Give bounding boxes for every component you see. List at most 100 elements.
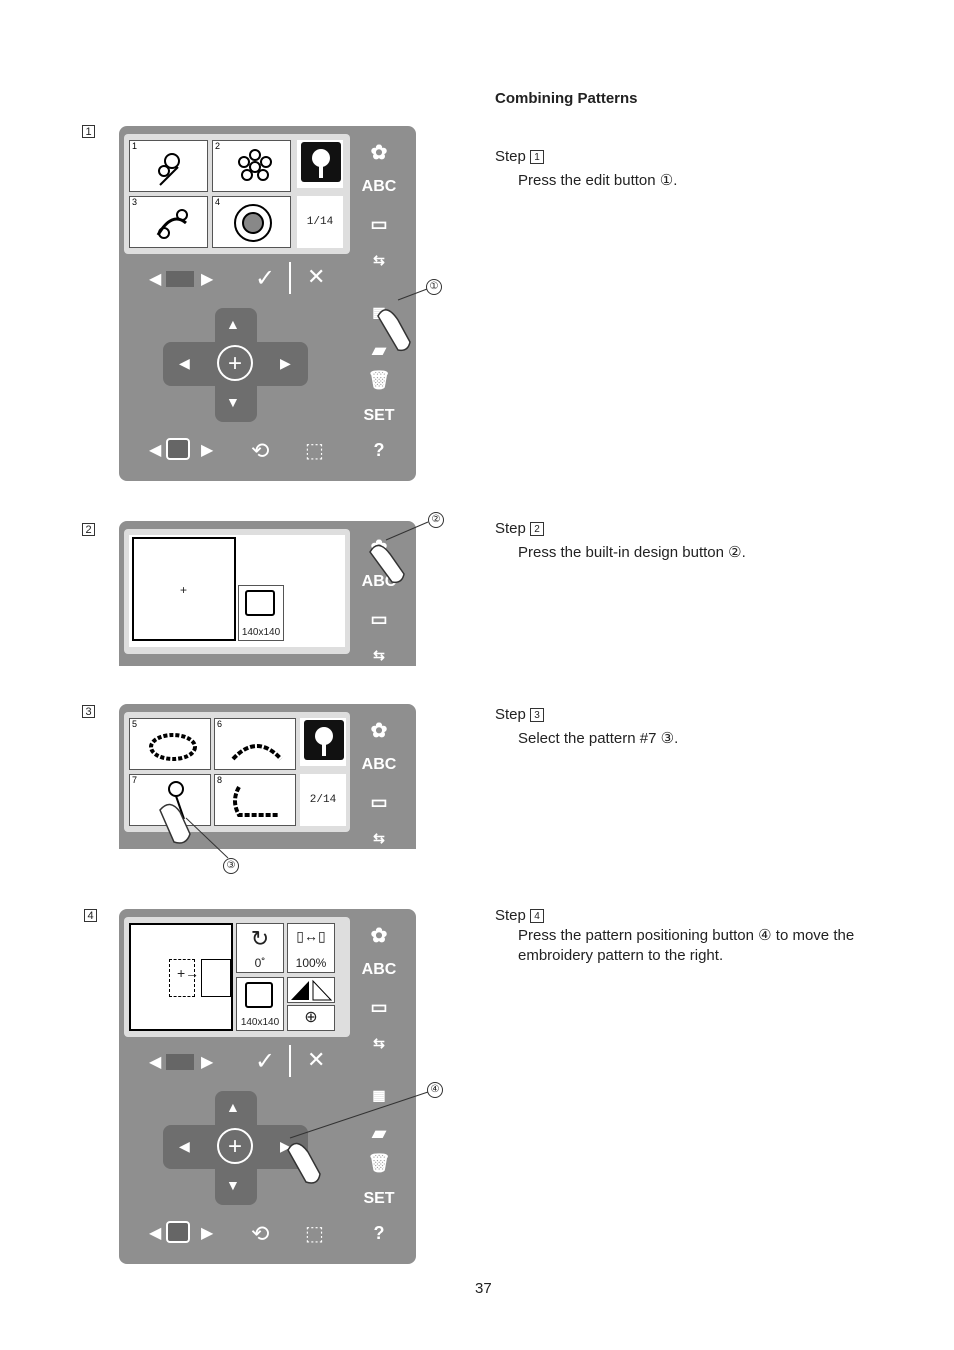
usb-icon[interactable]: ⇆: [373, 830, 385, 846]
set-button[interactable]: SET: [363, 1190, 395, 1207]
pattern-screen: 5 6 7 8 2/14: [124, 712, 350, 832]
section-title: Combining Patterns: [495, 90, 638, 107]
arrow-right-icon[interactable]: ▶: [280, 355, 291, 371]
hoop-next-icon[interactable]: ▶: [201, 271, 214, 288]
center-icon[interactable]: +: [217, 345, 253, 381]
finger-pointer-icon: [369, 521, 429, 584]
pattern-cell[interactable]: 4: [212, 196, 291, 248]
layout-prev-icon[interactable]: ◀: [149, 442, 162, 459]
pattern-cell[interactable]: 2: [212, 140, 291, 192]
sewing-machine-icon[interactable]: ▭: [370, 997, 388, 1017]
close-icon[interactable]: ✕: [307, 264, 326, 289]
layout-next-icon[interactable]: ▶: [201, 1225, 214, 1242]
pattern-cell[interactable]: 8: [214, 774, 296, 826]
select-icon[interactable]: ⬚: [305, 440, 324, 462]
figure-step-marker: 3: [82, 705, 95, 718]
step-3-text: Select the pattern #7 ③.: [518, 729, 678, 747]
step-label: Step: [495, 706, 526, 723]
step-suffix: .: [741, 544, 746, 561]
built-in-design-icon[interactable]: ✿: [370, 925, 388, 947]
hoop-size: 140x140: [240, 1017, 280, 1028]
hoop-area: +: [132, 537, 236, 641]
hoop-next-icon[interactable]: ▶: [201, 1054, 214, 1071]
trash-icon[interactable]: 🗑: [367, 370, 391, 390]
help-button[interactable]: ?: [373, 440, 385, 460]
center-icon[interactable]: +: [217, 1128, 253, 1164]
edit-screen: + 140x140: [124, 529, 350, 654]
arrow-left-icon[interactable]: ◀: [179, 355, 190, 371]
pattern-cell[interactable]: 3: [129, 196, 208, 248]
step-text: Select the pattern #7: [518, 730, 657, 747]
step-number-box: 2: [530, 522, 545, 536]
set-button[interactable]: SET: [363, 407, 395, 424]
step-2-text: Press the built-in design button ②.: [518, 543, 746, 561]
select-icon[interactable]: ⬚: [305, 1223, 324, 1245]
pattern-cell[interactable]: 1: [129, 140, 208, 192]
trace-icon[interactable]: ⟲: [251, 1221, 270, 1246]
trace-icon[interactable]: ⟲: [251, 438, 270, 463]
layout-next-icon[interactable]: ▶: [201, 442, 214, 459]
figure-step-marker: 4: [84, 909, 97, 922]
step-suffix: .: [673, 172, 678, 189]
built-in-design-icon[interactable]: ✿: [370, 142, 388, 164]
figure-step-marker: 1: [82, 125, 95, 138]
sewing-machine-icon[interactable]: ▭: [370, 609, 388, 629]
edit-screen: +→ ↻ 0˚ ▯↔▯ 100% 140x140 ⊕: [124, 917, 350, 1037]
edit-icon[interactable]: ▦: [372, 1087, 386, 1103]
cell-number: 7: [132, 775, 138, 785]
flower-category-icon: [301, 142, 341, 182]
move-right-arrow-icon: +→: [177, 965, 200, 981]
rotate-button[interactable]: ↻ 0˚: [236, 923, 284, 973]
step-4-text: Press the pattern positioning button ④ t…: [518, 926, 898, 966]
arrow-down-icon[interactable]: ▼: [226, 1177, 240, 1193]
folder-icon[interactable]: ▰: [372, 1123, 386, 1143]
category-icon-box[interactable]: [300, 718, 346, 766]
hoop-prev-icon[interactable]: ◀: [149, 271, 162, 288]
abc-button[interactable]: ABC: [361, 756, 397, 773]
cell-number: 8: [217, 775, 223, 785]
cell-number: 4: [215, 197, 221, 207]
abc-button[interactable]: ABC: [361, 961, 397, 978]
arrow-up-icon[interactable]: ▲: [226, 316, 240, 332]
arrow-right-icon[interactable]: ▶: [280, 1138, 291, 1154]
help-button[interactable]: ?: [373, 1223, 385, 1243]
close-icon[interactable]: ✕: [307, 1047, 326, 1072]
category-icon-box[interactable]: [297, 140, 343, 188]
rotate-value: 0˚: [254, 956, 266, 970]
scale-button[interactable]: ▯↔▯ 100%: [287, 923, 335, 973]
zoom-icon[interactable]: ⊕: [287, 1005, 335, 1031]
built-in-design-icon[interactable]: ✿: [370, 720, 388, 742]
sunflower-pattern-icon: [234, 204, 272, 242]
page-indicator: 1/14: [297, 196, 343, 248]
abc-button[interactable]: ABC: [361, 178, 397, 195]
usb-icon[interactable]: ⇆: [373, 252, 385, 268]
layout-prev-icon[interactable]: ◀: [149, 1225, 162, 1242]
rose-stem-pattern-icon: [168, 781, 185, 820]
panel-step-1: 1 2 3 4 1/14 ✿ ABC ▭ ⇆ ▦ ▰ 🗑 SET ? ◀ ▶ ✓: [119, 126, 416, 481]
trash-icon[interactable]: 🗑: [367, 1153, 391, 1173]
callout-ref: ③: [660, 730, 675, 747]
arrow-up-icon[interactable]: ▲: [226, 1099, 240, 1115]
arrow-left-icon[interactable]: ◀: [179, 1138, 190, 1154]
vine-pattern-icon: [156, 209, 188, 239]
hoop-button[interactable]: 140x140: [236, 977, 284, 1031]
sewing-machine-icon[interactable]: ▭: [370, 214, 388, 234]
divider: [289, 262, 291, 294]
hoop-button[interactable]: 140x140: [238, 585, 284, 641]
cell-number: 1: [132, 141, 138, 151]
panel-step-2: + 140x140 ✿ ABC ▭ ⇆: [119, 521, 416, 666]
mirror-button[interactable]: [287, 977, 335, 1003]
layout-icon: [166, 438, 190, 460]
sewing-machine-icon[interactable]: ▭: [370, 792, 388, 812]
check-icon[interactable]: ✓: [255, 1048, 276, 1075]
hoop-prev-icon[interactable]: ◀: [149, 1054, 162, 1071]
hoop-area: +→: [129, 923, 233, 1031]
usb-icon[interactable]: ⇆: [373, 1035, 385, 1051]
check-icon[interactable]: ✓: [255, 265, 276, 292]
pattern-cell[interactable]: 6: [214, 718, 296, 770]
pattern-cell[interactable]: 5: [129, 718, 211, 770]
panel-step-4: +→ ↻ 0˚ ▯↔▯ 100% 140x140 ⊕ ✿ ABC ▭ ⇆ ▦ ▰…: [119, 909, 416, 1264]
folder-icon[interactable]: ▰: [372, 340, 386, 360]
arrow-down-icon[interactable]: ▼: [226, 394, 240, 410]
usb-icon[interactable]: ⇆: [373, 647, 385, 663]
